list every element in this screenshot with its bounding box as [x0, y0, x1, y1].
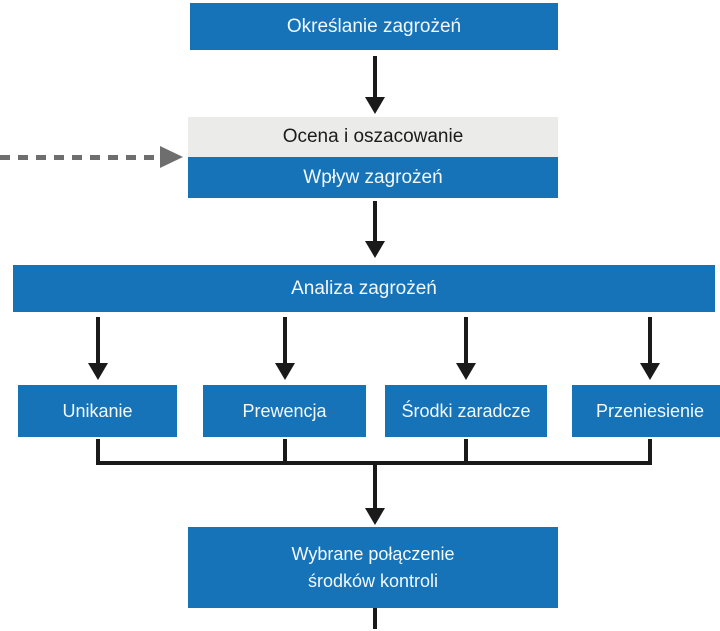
arrowhead-analysis-to-avoidance: [88, 363, 108, 380]
node-selected-combination-line2: środków kontroli: [307, 570, 439, 591]
connector-transfer-stub: [648, 439, 652, 463]
node-prevention-label: Prewencja: [242, 400, 327, 421]
arrow-analysis-to-countermeasures: [464, 317, 468, 363]
node-threat-impact-label: Wpływ zagrożeń: [303, 166, 443, 188]
arrowhead-analysis-to-prevention: [275, 363, 295, 380]
connector-continuation-line: [373, 608, 377, 629]
node-assessment-label: Ocena i oszacowanie: [282, 126, 464, 147]
arrow-to-selected-combination: [373, 461, 377, 508]
connector-avoidance-stub: [96, 439, 100, 463]
dashed-input-line: [0, 155, 160, 160]
node-avoidance: Unikanie: [18, 385, 177, 437]
node-selected-combination-line1: Wybrane połączenie: [291, 543, 455, 564]
arrow-analysis-to-prevention: [283, 317, 287, 363]
arrow-analysis-to-avoidance: [96, 317, 100, 363]
arrowhead-analysis-to-countermeasures: [456, 363, 476, 380]
arrow-assessment-to-analysis: [373, 201, 377, 241]
arrow-identify-to-assessment: [373, 56, 377, 97]
node-prevention: Prewencja: [203, 385, 366, 437]
connector-prevention-stub: [283, 439, 287, 463]
node-identify-threats: Określanie zagrożeń: [190, 3, 558, 50]
arrow-analysis-to-transfer: [648, 317, 652, 363]
node-selected-combination: Wybrane połączenie środków kontroli: [188, 527, 558, 608]
node-avoidance-label: Unikanie: [62, 400, 133, 421]
node-countermeasures: Środki zaradcze: [385, 385, 547, 437]
arrowhead-identify-to-assessment: [365, 97, 385, 114]
connector-countermeasures-stub: [464, 439, 468, 463]
node-transfer: Przeniesienie: [572, 385, 720, 437]
node-assessment: Ocena i oszacowanie: [188, 117, 558, 157]
arrowhead-analysis-to-transfer: [640, 363, 660, 380]
node-identify-threats-label: Określanie zagrożeń: [286, 15, 462, 37]
node-transfer-label: Przeniesienie: [595, 400, 705, 421]
arrowhead-to-selected-combination: [365, 508, 385, 525]
arrowhead-assessment-to-analysis: [365, 241, 385, 258]
dashed-input-arrowhead: [160, 146, 183, 168]
node-threat-impact: Wpływ zagrożeń: [188, 157, 558, 198]
node-threat-analysis: Analiza zagrożeń: [13, 265, 715, 312]
node-threat-analysis-label: Analiza zagrożeń: [291, 277, 437, 299]
node-countermeasures-label: Środki zaradcze: [401, 400, 531, 421]
